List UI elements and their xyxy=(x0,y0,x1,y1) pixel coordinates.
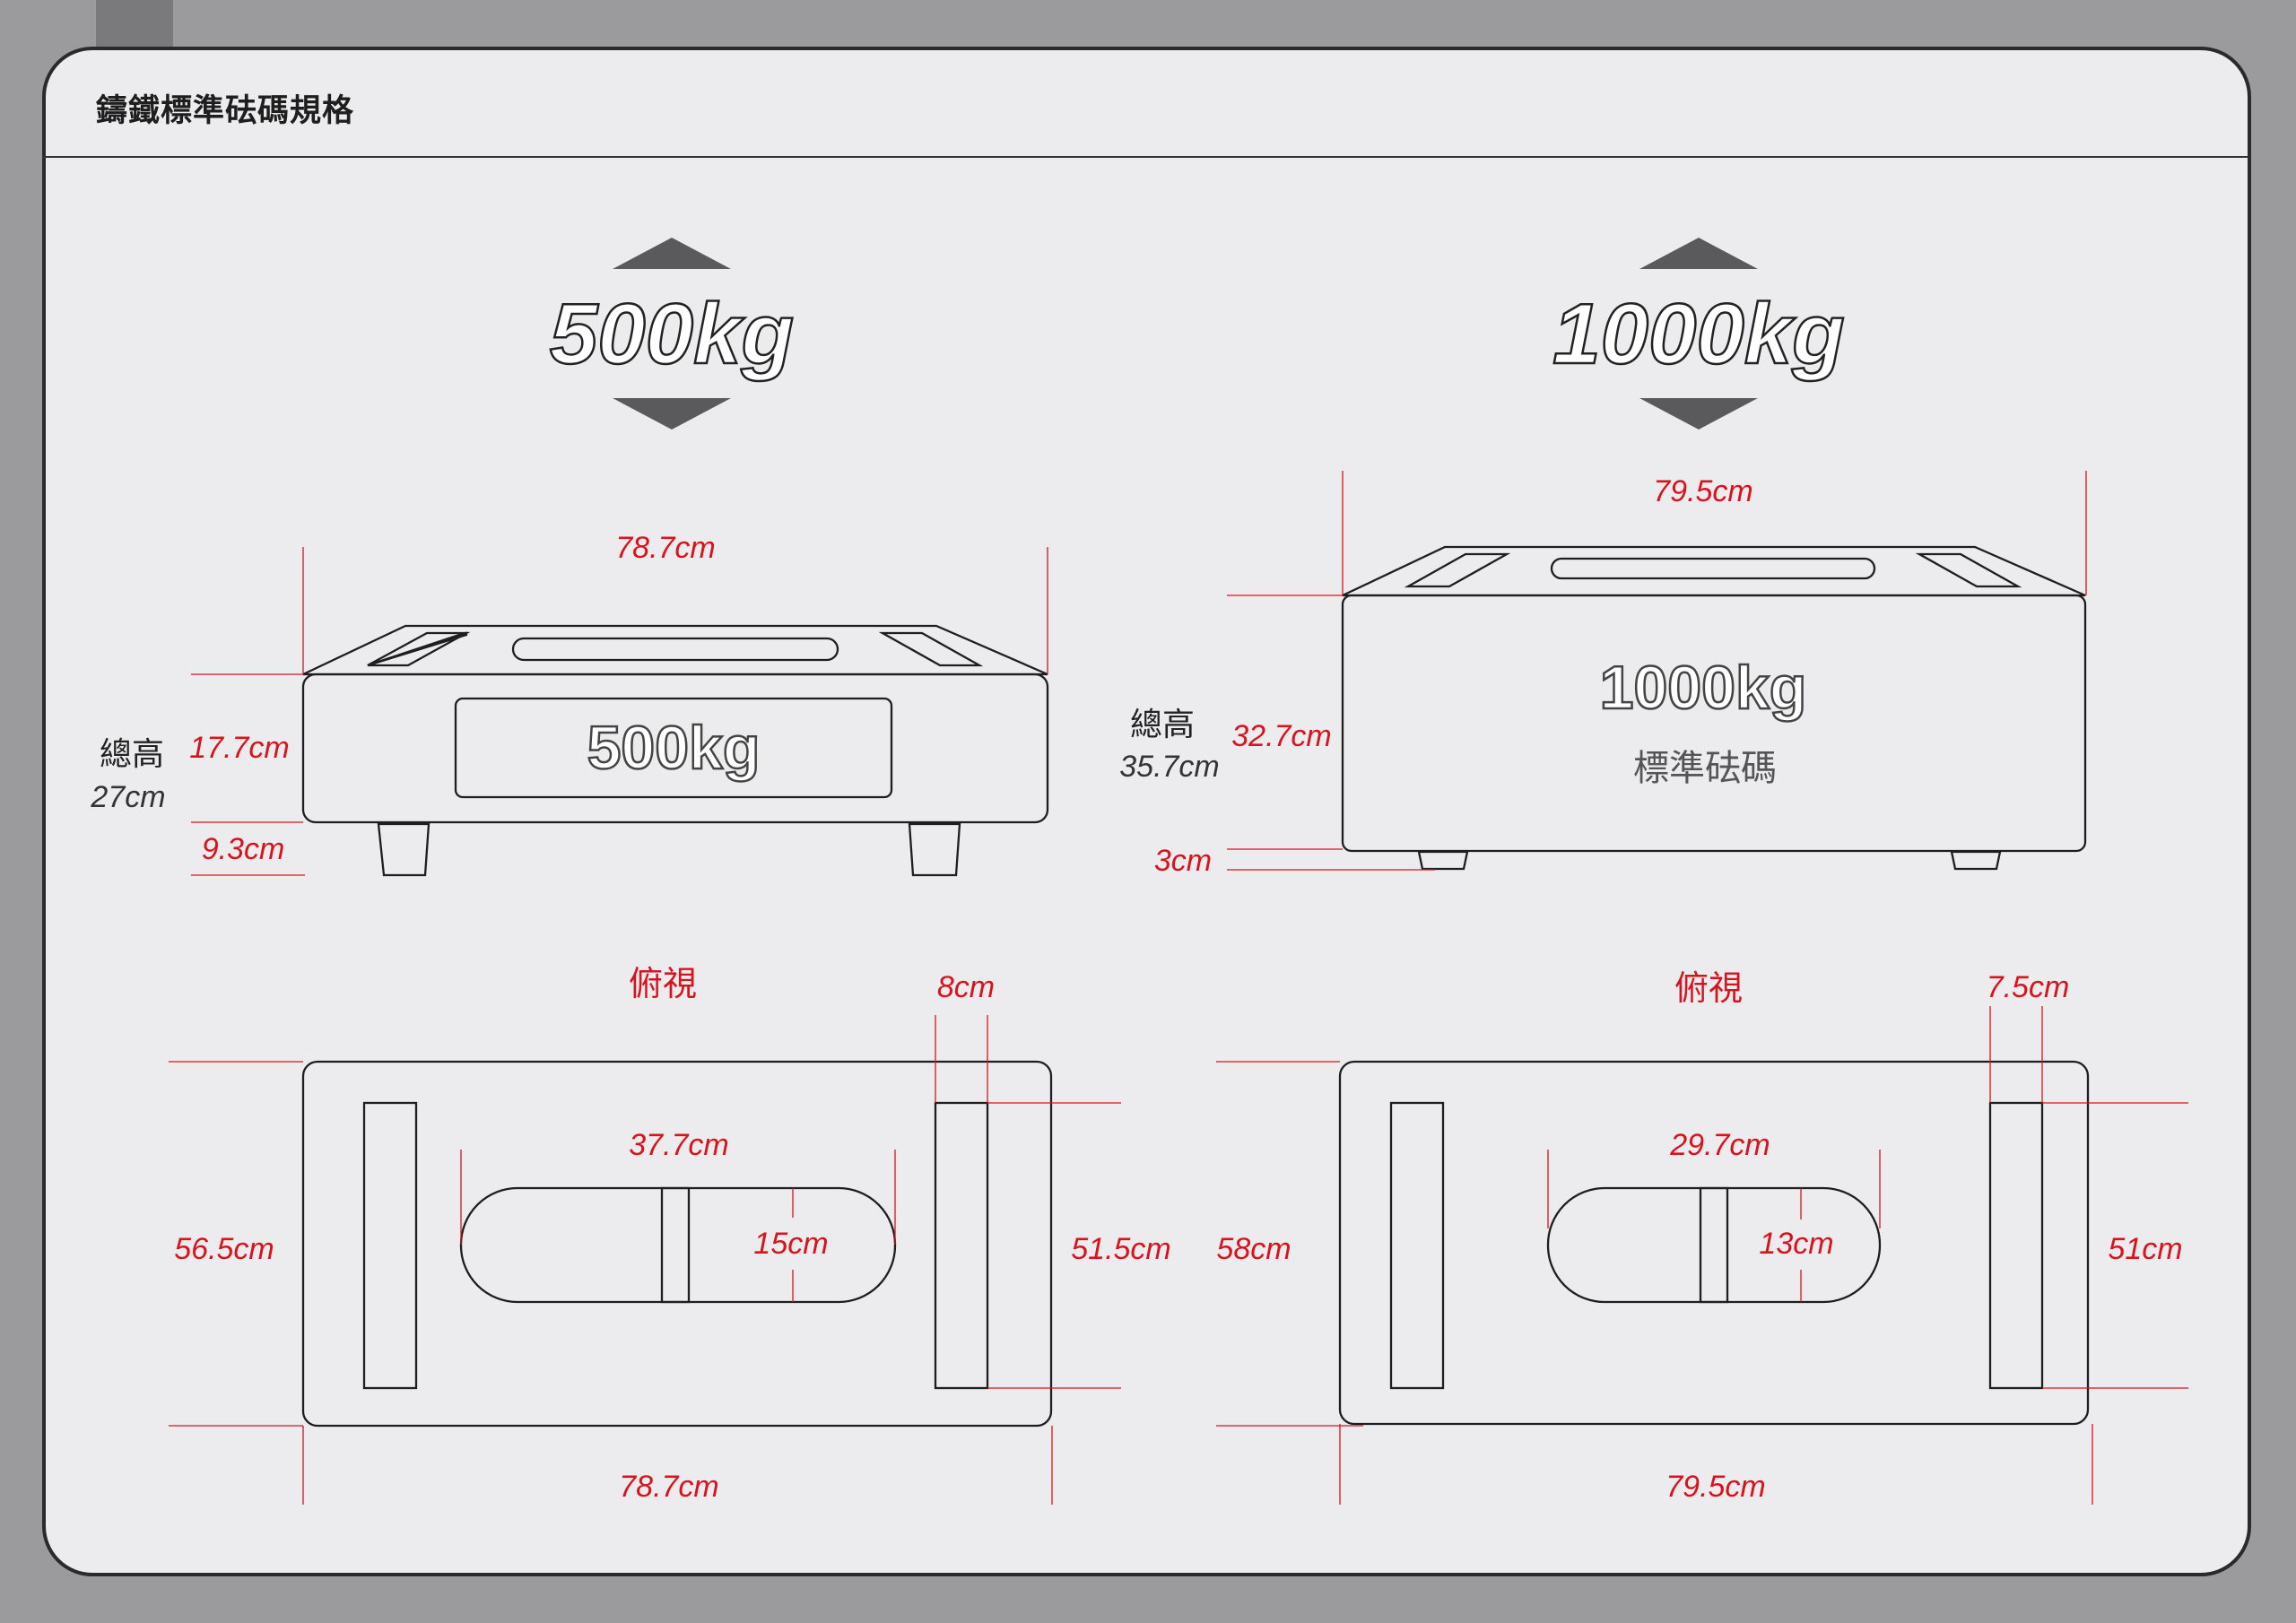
leg-right xyxy=(1950,850,2002,871)
total-height-label: 總高 xyxy=(1130,707,1195,743)
dim-grip-width: 15cm xyxy=(753,1227,828,1261)
title-divider xyxy=(42,156,2248,158)
front-view-500: 500kg 78.7cm 17.7cm 9.3cm 總高 27cm xyxy=(90,531,1049,877)
weight-body xyxy=(301,673,1049,824)
dim-grip-length: 37.7cm xyxy=(629,1128,729,1162)
up-arrow-icon xyxy=(1639,238,1758,269)
handle-slot-left xyxy=(1389,1101,1445,1390)
spec-card xyxy=(42,47,2251,1576)
dim-handle-width: 8cm xyxy=(937,970,995,1004)
dim-body-height: 17.7cm xyxy=(189,731,290,765)
badge-500: 500kg xyxy=(549,238,795,430)
total-height-value: 35.7cm xyxy=(1119,750,1220,784)
dim-body-height: 32.7cm xyxy=(1231,719,1332,753)
badge-1000: 1000kg xyxy=(1552,238,1846,430)
total-height-value: 27cm xyxy=(90,780,165,814)
leg-left xyxy=(1417,850,1469,871)
top-view-1000: 俯視 7.5cm 29.7cm 13cm 58cm 51cm 79.5cm xyxy=(1216,968,2188,1505)
handle-slot-left-outline xyxy=(367,631,471,667)
dim-width: 78.7cm xyxy=(615,531,716,565)
name-plate xyxy=(454,697,893,799)
grip-slot xyxy=(459,1186,897,1304)
plate-text: 500kg xyxy=(587,714,761,782)
handle-slot-right xyxy=(1988,1101,2044,1390)
down-arrow-icon xyxy=(613,398,731,430)
dim-depth-right: 51.5cm xyxy=(1071,1232,1171,1266)
dim-width: 79.5cm xyxy=(1653,474,1753,508)
handle-slot-right xyxy=(934,1101,989,1390)
page-title: 鑄鐵標準砝碼規格 xyxy=(96,93,355,129)
dim-leg-height: 9.3cm xyxy=(202,832,285,866)
corner-tab xyxy=(96,0,173,47)
leg-right xyxy=(908,822,961,877)
leg-left xyxy=(377,822,430,877)
up-arrow-icon xyxy=(613,238,731,269)
dim-width: 78.7cm xyxy=(619,1470,719,1504)
plate-subtext: 標準砝碼 xyxy=(1633,748,1777,789)
weight-top-bevel xyxy=(1342,545,2086,597)
badge-500-text: 500kg xyxy=(550,286,794,382)
dim-width: 79.5cm xyxy=(1665,1470,1766,1504)
total-height-label: 總高 xyxy=(100,736,164,773)
dim-leg-height: 3cm xyxy=(1154,844,1212,878)
handle-slot-right-outline xyxy=(878,631,984,667)
dim-depth-right: 51cm xyxy=(2108,1232,2182,1266)
top-grip-slot xyxy=(1550,557,1876,580)
top-grip-slot xyxy=(511,637,839,662)
front-view-1000: 1000kg 標準砝碼 79.5cm 32.7cm 3cm 總高 35.7cm xyxy=(1119,471,2087,878)
handle-slot-right-outline xyxy=(1915,552,2022,588)
top-view-label: 俯視 xyxy=(629,964,697,1003)
dim-depth-left: 56.5cm xyxy=(174,1232,274,1266)
top-view-label: 俯視 xyxy=(1674,968,1743,1008)
down-arrow-icon xyxy=(1639,398,1758,430)
grip-divider xyxy=(660,1186,691,1304)
dim-handle-width: 7.5cm xyxy=(1987,970,2070,1004)
dim-grip-length: 29.7cm xyxy=(1669,1128,1770,1162)
top-view-500: 俯視 8cm 37.7cm 15cm 56.5cm 51.5cm 78.7cm xyxy=(169,964,1171,1505)
plate-text: 1000kg xyxy=(1600,654,1807,722)
weight-body xyxy=(1341,594,2087,853)
badge-1000-text: 1000kg xyxy=(1552,286,1845,382)
dim-depth-left: 58cm xyxy=(1216,1232,1291,1266)
handle-slot-left xyxy=(362,1101,418,1390)
weight-outline xyxy=(1338,1060,2090,1426)
handle-slot-left-outline xyxy=(1404,552,1511,588)
dim-grip-width: 13cm xyxy=(1759,1227,1833,1261)
grip-divider xyxy=(1699,1186,1729,1304)
weight-outline xyxy=(301,1060,1053,1428)
